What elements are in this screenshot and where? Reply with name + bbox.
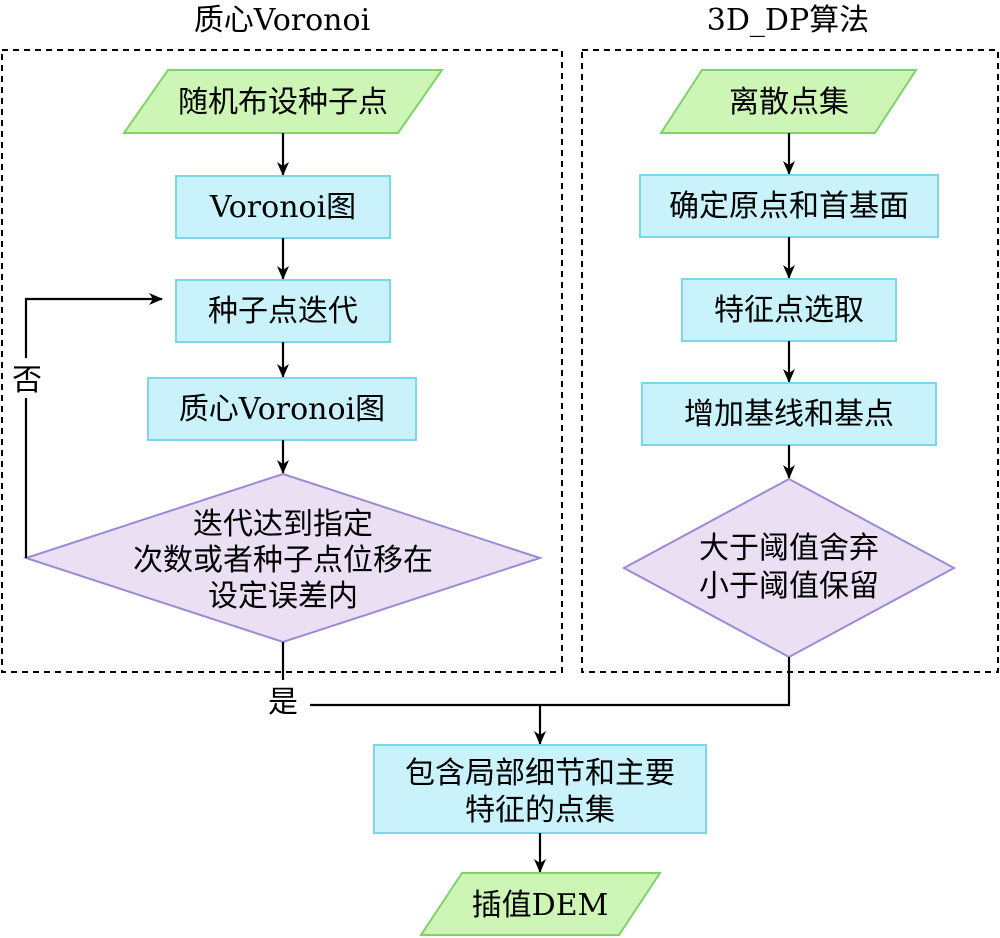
left-no-label: 否	[12, 363, 42, 398]
left-voronoi-node	[175, 175, 391, 239]
merge-line-1: 包含局部细节和主要	[405, 756, 675, 791]
right-decision-node	[621, 477, 957, 659]
left-no-label-bg	[8, 358, 48, 398]
left-start-label: 随机布设种子点	[178, 85, 388, 120]
left-cvt-label: 质心Voronoi图	[179, 392, 385, 427]
left-group-frame	[1, 49, 563, 673]
right-decision-line-1: 大于阈值舍弃	[699, 531, 879, 566]
right-decision-line-2: 小于阈值保留	[699, 569, 879, 604]
left-yes-path	[281, 642, 540, 707]
right-origin-label: 确定原点和首基面	[669, 189, 909, 224]
right-group-title: 3D_DP算法	[707, 3, 869, 38]
left-yes-label-bg	[258, 680, 310, 720]
left-decision-line-1: 迭代达到指定	[193, 507, 373, 542]
left-start-node	[122, 69, 444, 134]
right-merge-path	[540, 657, 791, 707]
right-feature-label: 特征点选取	[714, 293, 864, 328]
left-group-title: 质心Voronoi	[194, 3, 370, 38]
output-node	[419, 872, 662, 936]
left-yes-label: 是	[268, 685, 298, 720]
right-baseline-label: 增加基线和基点	[684, 397, 894, 432]
left-decision-line-3: 设定误差内	[208, 579, 358, 614]
right-baseline-node	[641, 382, 937, 446]
right-start-node	[659, 69, 918, 134]
right-start-label: 离散点集	[729, 85, 849, 120]
left-iterate-node	[175, 279, 391, 343]
right-feature-node	[681, 278, 897, 342]
left-decision-line-2: 次数或者种子点位移在	[133, 543, 433, 578]
left-no-loop-arrow	[24, 293, 163, 558]
left-voronoi-label: Voronoi图	[209, 190, 356, 225]
merge-node	[373, 744, 707, 834]
left-iterate-label: 种子点迭代	[208, 294, 358, 329]
merge-line-2: 特征的点集	[465, 793, 615, 828]
output-label: 插值DEM	[472, 888, 609, 923]
